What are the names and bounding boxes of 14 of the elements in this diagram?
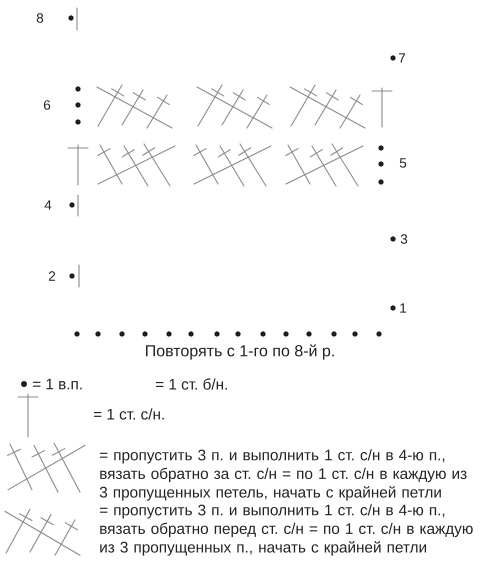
legend-text: = 1 ст. б/н. — [156, 378, 227, 390]
row-number: 6 — [44, 100, 50, 110]
row-number: 1 — [400, 303, 406, 313]
row-number: 5 — [400, 158, 406, 168]
row-number: 2 — [48, 271, 56, 281]
legend-text: = 1 в.п. — [32, 378, 82, 390]
row-number: 7 — [398, 53, 406, 63]
row-number: 3 — [400, 234, 408, 244]
legend-text: = 1 ст. с/н. — [94, 408, 164, 420]
row-number: 8 — [36, 13, 44, 23]
legend-text: = пропустить 3 п. и выполнить 1 ст. с/н в 4-ю п., вязать обратно перед ст. с/н = по 1 ст. с/н в каждую из 3 пропущенных п., начать с крайней петли — [100, 504, 473, 556]
note-text: Повторять с 1-го по 8-й р. — [146, 344, 334, 360]
row-number: 4 — [44, 200, 52, 210]
legend-text: = пропустить 3 п. и выполнить 1 ст. с/н в 4-ю п., вязать обратно за ст. с/н = по 1 ст. с/н в каждую из 3 пропущенных петель, начать с крайней петли — [100, 449, 467, 501]
